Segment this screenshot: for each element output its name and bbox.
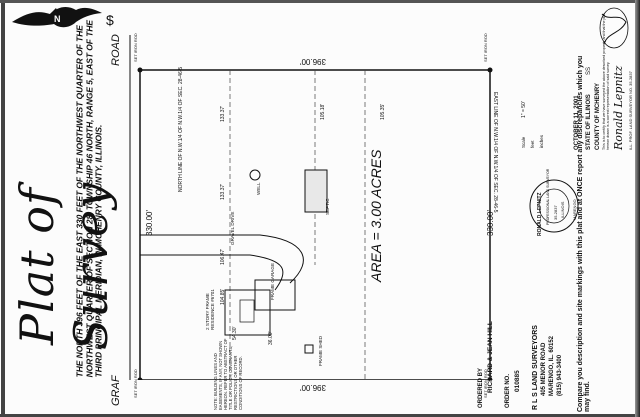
measurement: 104.85' [220, 288, 226, 305]
page-edge-left [1, 0, 5, 417]
septic-field [304, 169, 328, 213]
septic-label: SEPTIC [325, 198, 330, 215]
well-label: WELL [256, 182, 261, 195]
surveyor-seal-icon [529, 179, 579, 233]
scale-value: 1" = 50' [521, 101, 527, 118]
pin-label: SET IRON ROD [133, 33, 138, 62]
pin-label: SET IRON ROD [133, 369, 138, 398]
garage-outline [254, 279, 296, 311]
drive-label: GRAVEL DRIVE [230, 211, 235, 245]
notes-block: NOTE: BUILDING LINES AND EASEMENTS, IF A… [213, 338, 243, 410]
page-edge-bottom [0, 414, 640, 417]
house-detail [239, 299, 255, 323]
surveyor-city: MARENGO, IL. 60152 [549, 335, 555, 396]
area-label: AREA = 3.00 ACRES [368, 149, 384, 282]
dimension-left: 330.00' [145, 210, 154, 236]
pin-label: SET IRON ROD [483, 33, 488, 62]
seal-state: ILLINOIS [560, 201, 565, 218]
seal-city: MARENGO [572, 199, 577, 220]
measurement: 105.35' [380, 103, 386, 120]
eagle-logo-icon: N [12, 6, 102, 28]
seal-number: 35-2837 [553, 205, 558, 220]
ordered-by-label: ORDERED BY [478, 367, 484, 408]
feet-label: feet [530, 140, 535, 148]
house-outline [224, 289, 271, 336]
gravel-drive-edge [140, 234, 304, 284]
iron-rod-marker [137, 67, 143, 73]
certificate-state: STATE OF ILLINOIS [586, 94, 592, 150]
seal-title: PROFESSIONAL LAND SURVEYOR [546, 168, 550, 225]
surveyor-address: 405 MENOR ROAD [541, 342, 547, 396]
dimension-right: 330.00' [486, 210, 495, 236]
road-label-bottom: GRAF [110, 375, 122, 406]
measurement: 106.47' [220, 248, 226, 265]
certificate-ss: SS [586, 66, 592, 75]
page-edge-top [0, 0, 640, 3]
ordered-by-value: RICHARD & JEAN HILL [487, 321, 494, 393]
page-edge-right [635, 0, 640, 417]
plat-drawing [129, 35, 493, 380]
iron-rod-marker [137, 377, 143, 380]
dimension-bottom: 396.00' [300, 383, 326, 392]
well-marker [249, 169, 261, 181]
surveyor-firm: R L S LAND SURVEYORS [532, 325, 539, 410]
garage-label: FRAME GARAGE [270, 262, 275, 300]
signature-seal-icon [599, 7, 629, 49]
certificate-date: OCTOBER 11, 2001 [574, 95, 580, 150]
gravel-drive-edge [140, 254, 284, 291]
order-no-label: ORDER NO. [505, 373, 511, 408]
iron-rod-marker [487, 377, 493, 380]
certificate-registration: ILL. PROF. LAND SURVEYOR NO. 35-2837 [628, 71, 633, 150]
measurement: 133.37' [220, 105, 226, 122]
svg-text:N: N [54, 14, 61, 24]
iron-rod-marker [487, 67, 493, 73]
shed-label: FRAME SHED [318, 335, 323, 366]
shed-outline [304, 344, 314, 354]
inches-label: inches [539, 134, 544, 148]
north-line-label: NORTH LINE OF N.W.1/4 OF N.W.1/4 OF SEC.… [178, 66, 184, 192]
measurement: 36.00' [268, 331, 274, 345]
measurement: 133.37' [220, 183, 226, 200]
certificate-county: COUNTY OF MCHENRY [595, 82, 601, 150]
dimension-top: 396.00' [300, 57, 326, 66]
house-label: 2 STORY FRAME RESIDENCE #6701 [205, 289, 215, 330]
surveyor-signature: Ronald Lepnitz [612, 65, 625, 150]
north-arrow-icon: $ [106, 12, 114, 28]
surveyor-phone: (815) 943-3400 [557, 354, 563, 396]
road-label-top: ROAD [110, 34, 122, 66]
svg-text:$: $ [106, 12, 114, 28]
order-no-value: 010885 [514, 370, 521, 392]
scale-label: Scale [521, 136, 526, 148]
seal-name: RONALD LEPNITZ [537, 192, 543, 236]
measurement: 105.18' [320, 103, 326, 120]
east-line-label: EAST LINE OF N.W.1/4 OF N.W.1/4 OF SEC. … [492, 92, 498, 213]
